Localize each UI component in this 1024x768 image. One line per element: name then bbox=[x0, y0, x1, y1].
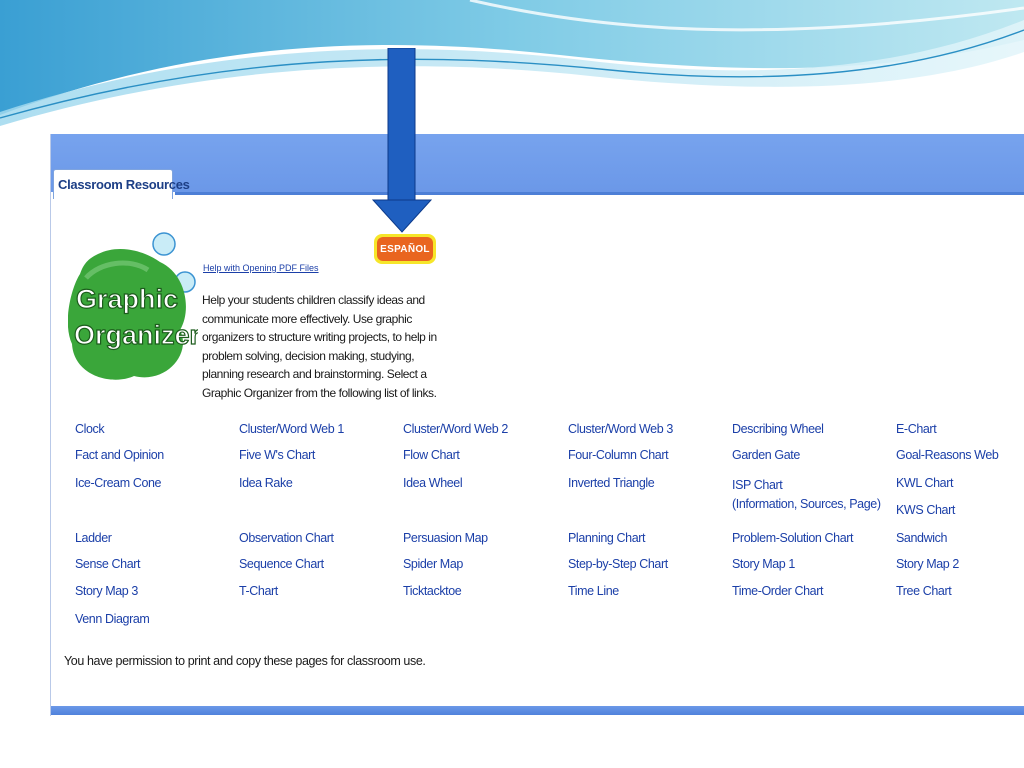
organizer-link-persuasion-map[interactable]: Persuasion Map bbox=[403, 531, 488, 545]
help-pdf-link[interactable]: Help with Opening PDF Files bbox=[203, 263, 319, 273]
organizer-link-t-chart[interactable]: T-Chart bbox=[239, 584, 278, 598]
panel-header-bar bbox=[51, 134, 1024, 192]
graphic-organizers-logo: Graphic Organizers bbox=[68, 232, 198, 380]
organizer-link-flow-chart[interactable]: Flow Chart bbox=[403, 448, 460, 462]
organizer-link-e-chart[interactable]: E-Chart bbox=[896, 422, 937, 436]
panel-footer-bar bbox=[51, 706, 1024, 715]
isp-chart-subtitle: (Information, Sources, Page) bbox=[732, 497, 881, 511]
organizer-link-venn-diagram[interactable]: Venn Diagram bbox=[75, 612, 150, 626]
organizer-link-idea-wheel[interactable]: Idea Wheel bbox=[403, 476, 463, 490]
organizer-link-time-order[interactable]: Time-Order Chart bbox=[732, 584, 824, 598]
organizer-link-step-by-step[interactable]: Step-by-Step Chart bbox=[568, 557, 668, 571]
organizer-link-describing-wheel[interactable]: Describing Wheel bbox=[732, 422, 824, 436]
down-arrow-icon bbox=[372, 48, 432, 233]
organizer-link-four-column[interactable]: Four-Column Chart bbox=[568, 448, 669, 462]
tab-label: Classroom Resources bbox=[58, 177, 190, 192]
panel-header-underline bbox=[175, 192, 1024, 195]
organizer-link-sandwich[interactable]: Sandwich bbox=[896, 531, 947, 545]
organizer-link-sense-chart[interactable]: Sense Chart bbox=[75, 557, 141, 571]
organizer-link-goal-reasons[interactable]: Goal-Reasons Web bbox=[896, 448, 999, 462]
organizer-link-planning-chart[interactable]: Planning Chart bbox=[568, 531, 646, 545]
organizer-link-clock[interactable]: Clock bbox=[75, 422, 105, 436]
espanol-button[interactable]: ESPAÑOL bbox=[374, 234, 436, 264]
organizer-link-spider-map[interactable]: Spider Map bbox=[403, 557, 463, 571]
tab-classroom-resources[interactable]: Classroom Resources bbox=[53, 169, 190, 199]
organizer-link-cluster-web-3[interactable]: Cluster/Word Web 3 bbox=[568, 422, 673, 436]
isp-chart-label: ISP Chart bbox=[732, 478, 783, 492]
organizer-link-inverted-triangle[interactable]: Inverted Triangle bbox=[568, 476, 655, 490]
organizer-link-isp-chart[interactable]: ISP Chart (Information, Sources, Page) bbox=[732, 476, 881, 514]
organizer-link-story-map-3[interactable]: Story Map 3 bbox=[75, 584, 138, 598]
organizer-link-ticktacktoe[interactable]: Ticktacktoe bbox=[403, 584, 462, 598]
organizer-link-time-line[interactable]: Time Line bbox=[568, 584, 619, 598]
organizer-link-garden-gate[interactable]: Garden Gate bbox=[732, 448, 800, 462]
permission-note: You have permission to print and copy th… bbox=[64, 654, 426, 668]
header-swoosh bbox=[0, 0, 1024, 126]
organizer-link-ice-cream-cone[interactable]: Ice-Cream Cone bbox=[75, 476, 162, 490]
classroom-resources-panel: Classroom Resources bbox=[50, 134, 1024, 716]
organizer-link-sequence-chart[interactable]: Sequence Chart bbox=[239, 557, 324, 571]
organizer-link-story-map-1[interactable]: Story Map 1 bbox=[732, 557, 795, 571]
organizer-link-kws-chart[interactable]: KWS Chart bbox=[896, 503, 955, 517]
organizer-link-fact-opinion[interactable]: Fact and Opinion bbox=[75, 448, 164, 462]
organizer-link-idea-rake[interactable]: Idea Rake bbox=[239, 476, 293, 490]
organizer-link-story-map-2[interactable]: Story Map 2 bbox=[896, 557, 959, 571]
organizer-link-five-ws[interactable]: Five W's Chart bbox=[239, 448, 315, 462]
organizer-link-tree-chart[interactable]: Tree Chart bbox=[896, 584, 952, 598]
espanol-label: ESPAÑOL bbox=[377, 237, 433, 261]
organizer-link-observation-chart[interactable]: Observation Chart bbox=[239, 531, 334, 545]
logo-text-graphic: Graphic bbox=[76, 284, 178, 314]
organizer-link-problem-solution[interactable]: Problem-Solution Chart bbox=[732, 531, 854, 545]
organizer-link-kwl-chart[interactable]: KWL Chart bbox=[896, 476, 954, 490]
intro-paragraph: Help your students children classify ide… bbox=[202, 293, 437, 400]
logo-text-organizers: Organizers bbox=[74, 320, 198, 350]
organizer-link-cluster-web-1[interactable]: Cluster/Word Web 1 bbox=[239, 422, 344, 436]
organizer-link-ladder[interactable]: Ladder bbox=[75, 531, 112, 545]
organizer-link-cluster-web-2[interactable]: Cluster/Word Web 2 bbox=[403, 422, 508, 436]
